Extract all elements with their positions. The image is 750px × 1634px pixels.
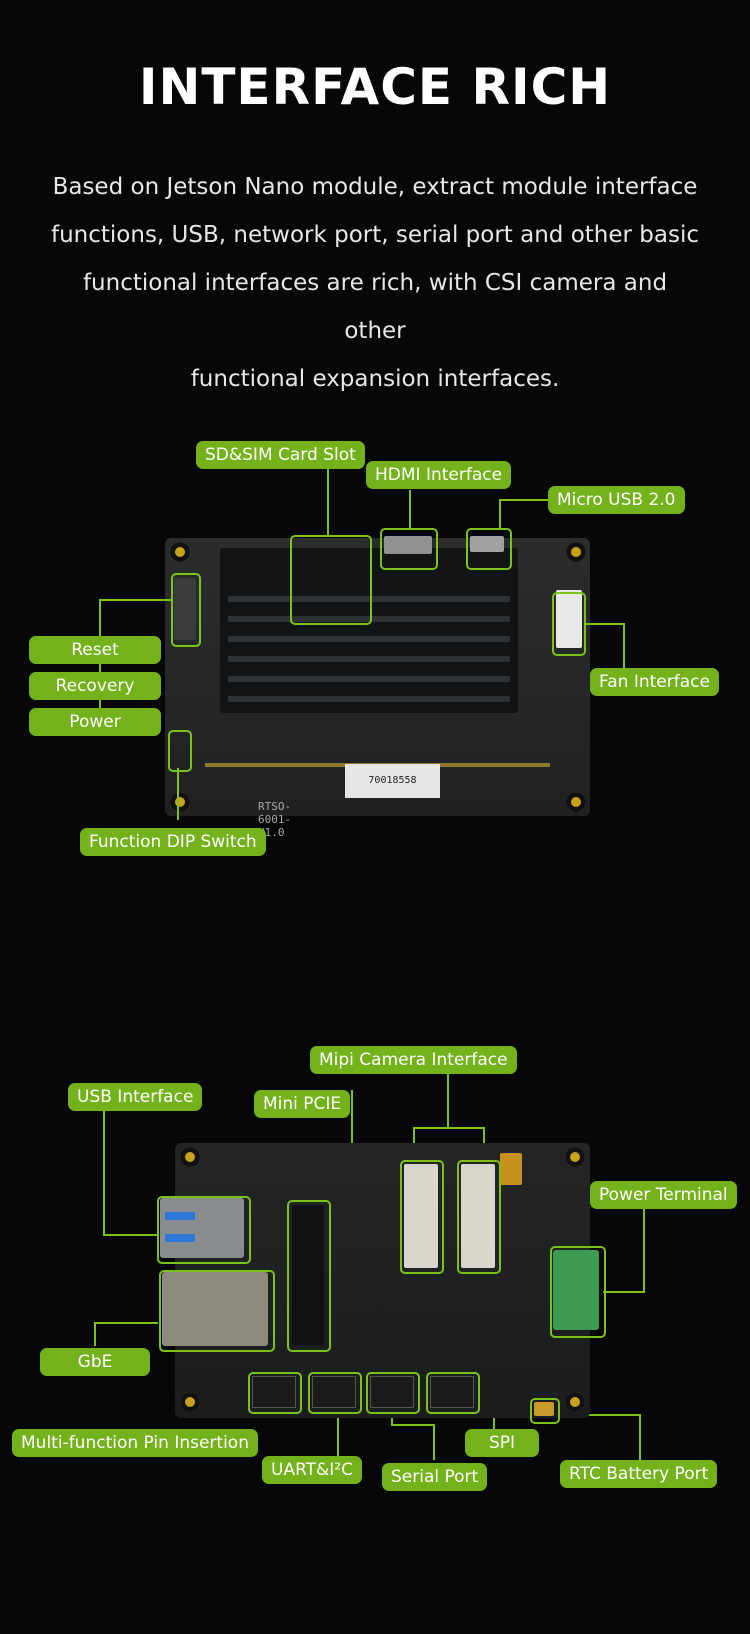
power-terminal-block xyxy=(553,1250,599,1330)
ethernet-port xyxy=(162,1272,268,1346)
button-cluster xyxy=(174,578,196,640)
mount-hole-icon xyxy=(180,1392,200,1412)
hdmi-port xyxy=(384,536,432,554)
hdmi-highlight xyxy=(380,528,438,570)
rtc-highlight xyxy=(530,1398,560,1424)
mipi-highlight xyxy=(400,1160,444,1274)
label-usb-interface: USB Interface xyxy=(68,1083,203,1111)
description-line: Based on Jetson Nano module, extract mod… xyxy=(52,174,698,200)
fan-connector xyxy=(556,590,582,648)
page-title: INTERFACE RICH xyxy=(138,58,612,116)
micro-usb-port xyxy=(470,536,504,552)
label-micro-usb: Micro USB 2.0 xyxy=(548,486,685,514)
mini-pcie-slot xyxy=(292,1205,324,1345)
mount-hole-icon xyxy=(566,542,586,562)
usb-port-tongue xyxy=(165,1234,195,1242)
uart-highlight xyxy=(308,1372,362,1414)
mount-hole-icon xyxy=(170,542,190,562)
mount-hole-icon xyxy=(566,792,586,812)
label-spi: SPI xyxy=(465,1429,539,1457)
heatsink-fin xyxy=(228,596,510,602)
camera-connector xyxy=(461,1164,495,1268)
description-line: functional interfaces are rich, with CSI… xyxy=(82,270,668,344)
usb-port-tongue xyxy=(165,1212,195,1220)
buttons-highlight xyxy=(171,573,201,647)
camera-connector xyxy=(404,1164,438,1268)
serial-highlight xyxy=(366,1372,420,1414)
power-terminal-highlight xyxy=(550,1246,606,1338)
pin-header xyxy=(430,1376,474,1408)
label-multi-function-pin-insertion: Multi-function Pin Insertion xyxy=(12,1429,258,1457)
label-power-terminal: Power Terminal xyxy=(590,1181,737,1209)
heatsink-fin xyxy=(228,636,510,642)
label-reset: Reset xyxy=(29,636,161,664)
label-recovery: Recovery xyxy=(29,672,161,700)
description-line: functional expansion interfaces. xyxy=(190,366,560,392)
heatsink-fin xyxy=(228,656,510,662)
label-serial-port: Serial Port xyxy=(382,1463,488,1491)
gbe-highlight xyxy=(159,1270,275,1352)
fan-highlight xyxy=(552,592,586,656)
mini-pcie-highlight xyxy=(287,1200,331,1352)
mipi-highlight xyxy=(457,1160,501,1274)
mount-hole-icon xyxy=(565,1147,585,1167)
rtc-battery-connector xyxy=(534,1402,554,1416)
heatsink-fin xyxy=(228,676,510,682)
heatsink-fin xyxy=(228,616,510,622)
description: Based on Jetson Nano module, extract mod… xyxy=(50,163,700,403)
heatsink xyxy=(220,548,518,713)
usb-port xyxy=(160,1198,244,1258)
label-fan-interface: Fan Interface xyxy=(590,668,719,696)
label-mipi-camera-interface: Mipi Camera Interface xyxy=(310,1046,517,1074)
heatsink-fin xyxy=(228,696,510,702)
description-line: functions, USB, network port, serial por… xyxy=(51,222,699,248)
label-gbe: GbE xyxy=(40,1348,150,1376)
sd-sim-highlight xyxy=(290,535,372,625)
barcode-sticker: 70018558 xyxy=(345,764,440,798)
label-function-dip-switch: Function DIP Switch xyxy=(80,828,266,856)
label-mini-pcie: Mini PCIE xyxy=(254,1090,351,1118)
mount-hole-icon xyxy=(170,792,190,812)
mount-hole-icon xyxy=(180,1147,200,1167)
pin-header xyxy=(252,1376,296,1408)
micro-usb-highlight xyxy=(466,528,512,570)
label-sd-sim-card-slot: SD&SIM Card Slot xyxy=(196,441,365,469)
spi-highlight xyxy=(426,1372,480,1414)
label-uart-i2c: UART&I²C xyxy=(262,1456,362,1484)
dip-highlight xyxy=(168,730,192,772)
capacitor xyxy=(500,1153,522,1185)
usb-highlight xyxy=(157,1196,251,1264)
multi-pin-highlight xyxy=(248,1372,302,1414)
label-hdmi-interface: HDMI Interface xyxy=(366,461,512,489)
pin-header xyxy=(370,1376,414,1408)
pin-header xyxy=(312,1376,356,1408)
label-rtc-battery-port: RTC Battery Port xyxy=(560,1460,718,1488)
mount-hole-icon xyxy=(565,1392,585,1412)
label-power: Power xyxy=(29,708,161,736)
